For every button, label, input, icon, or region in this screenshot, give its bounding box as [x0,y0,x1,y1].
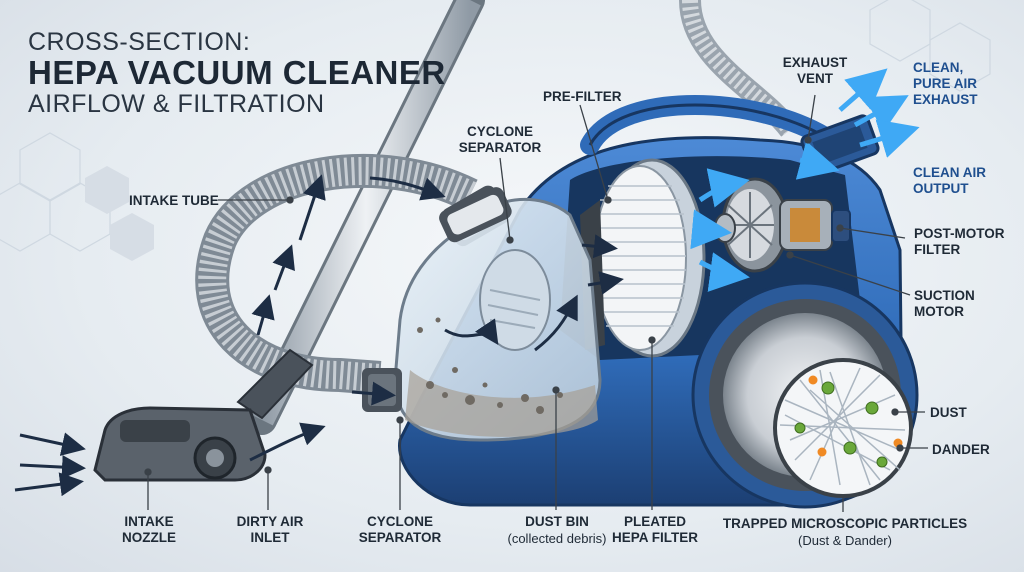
label-cyclone-separator-top: CYCLONE SEPARATOR [458,124,542,155]
clean-air-arrows [690,68,920,292]
hexagon-accent [110,213,154,261]
cyclone-cap [439,187,512,243]
label-cyclone-separator-bottom: CYCLONE SEPARATOR [358,514,442,545]
wand-tube [251,0,481,426]
label-clean-exhaust: CLEAN, PURE AIR EXHAUST [913,60,978,107]
title-line-3: AIRFLOW & FILTRATION [28,90,325,118]
label-dust-bin-sub: (collected debris) [507,531,607,546]
hexagon-pattern [0,0,991,252]
label-dust-bin: DUST BIN [525,514,589,529]
debris-particles [417,317,563,414]
label-dust: DUST [930,405,967,420]
airflow-arrows [14,174,624,497]
label-hepa-filter: PLEATED HEPA FILTER [612,514,698,545]
flexible-hose-ribs [198,157,477,392]
inlet-coupler [362,368,402,412]
top-hose-ribs [682,0,797,135]
label-exhaust-vent: EXHAUST VENT [782,55,848,86]
label-suction-motor: SUCTION MOTOR [914,288,975,319]
carry-handle-edge [588,103,831,146]
hexagon-accent [85,166,129,214]
label-dander: DANDER [932,442,990,457]
label-trapped-particles: TRAPPED MICROSCOPIC PARTICLES [722,516,968,531]
dust-particles [794,381,888,468]
label-intake-tube: INTAKE TUBE [129,193,219,208]
floor-nozzle [93,348,314,482]
label-trapped-particles-sub: (Dust & Dander) [798,533,892,548]
leader-lines [144,94,928,512]
dander-particles [808,375,903,457]
title-line-1: CROSS-SECTION: [28,28,251,56]
label-dirty-air-inlet: DIRTY AIR INLET [236,514,304,545]
label-post-motor-filter: POST-MOTOR FILTER [914,226,1005,257]
label-intake-nozzle: INTAKE NOZZLE [122,514,176,545]
label-clean-air-output: CLEAN AIR OUTPUT [913,165,986,196]
title-line-2: HEPA VACUUM CLEANER [28,54,446,91]
label-pre-filter: PRE-FILTER [543,89,622,104]
hepa-filter [593,158,706,358]
